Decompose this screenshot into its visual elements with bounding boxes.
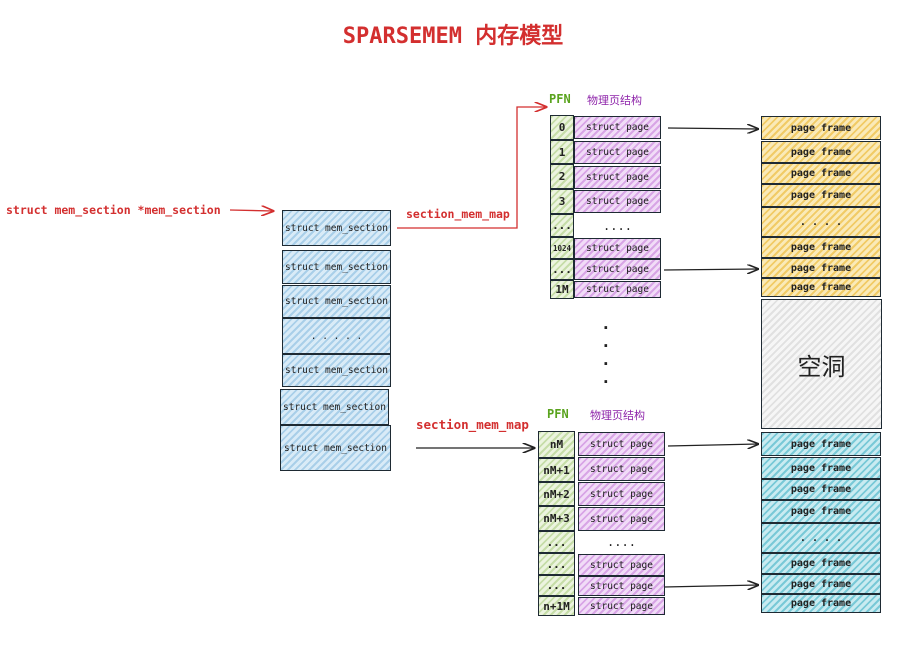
- mem-section-item: struct mem_section: [282, 250, 391, 284]
- struct-page-cell: struct page: [574, 190, 661, 213]
- page-frame: page frame: [761, 594, 881, 613]
- page-frame-arrow-top-2: [663, 269, 758, 270]
- pfn-cell: 3: [550, 189, 574, 214]
- page-title: SPARSEMEM 内存模型: [342, 24, 564, 49]
- page-frame: page frame: [761, 141, 881, 163]
- struct-page-ellipsis: ....: [607, 535, 636, 549]
- middle-dot: ·: [601, 318, 611, 337]
- pfn-header-top: PFN: [549, 92, 571, 106]
- struct-page-cell: struct page: [578, 432, 665, 456]
- pfn-cell: ...: [538, 531, 575, 553]
- middle-dot: ·: [601, 372, 611, 391]
- page-frame: page frame: [761, 432, 881, 456]
- struct-page-ellipsis: ....: [603, 218, 632, 233]
- middle-dot: ·: [601, 354, 611, 373]
- struct-page-cell: struct page: [574, 141, 661, 164]
- memory-hole: 空洞: [761, 299, 882, 429]
- struct-page-cell: struct page: [578, 554, 665, 576]
- middle-dot: ·: [601, 336, 611, 355]
- page-frame: page frame: [761, 258, 881, 278]
- pfn-cell: n+1M: [538, 596, 575, 616]
- section-mem-map-label-bottom: section_mem_map: [416, 417, 529, 432]
- mem-section-pointer-label: struct mem_section *mem_section: [6, 203, 221, 217]
- section-mem-map-label-top: section_mem_map: [406, 207, 510, 221]
- page-frame-ellipsis: . . . .: [761, 523, 881, 553]
- struct-page-cell: struct page: [578, 597, 665, 615]
- page-frame-ellipsis: . . . .: [761, 207, 881, 237]
- page-frame-arrow-bottom-2: [663, 585, 758, 587]
- struct-page-cell: struct page: [574, 281, 661, 298]
- page-frame: page frame: [761, 163, 881, 184]
- pfn-cell: ...: [550, 214, 574, 237]
- pfn-cell: 1: [550, 140, 574, 164]
- pfn-cell: ...: [550, 259, 574, 280]
- page-frame: page frame: [761, 184, 881, 207]
- page-frame: page frame: [761, 116, 881, 140]
- page-frame: page frame: [761, 278, 881, 297]
- page-frame-arrow-bottom-1: [667, 444, 758, 446]
- page-frame-arrow-top-1: [667, 128, 758, 129]
- page-frame: page frame: [761, 479, 881, 500]
- pfn-cell: 1024: [550, 237, 574, 259]
- pfn-cell: nM+1: [538, 458, 575, 482]
- pfn-cell: 0: [550, 115, 574, 140]
- top-map-arrow: [397, 107, 546, 229]
- pointer-arrow: [229, 210, 273, 211]
- pfn-cell: ...: [538, 575, 575, 596]
- mem-section-item: struct mem_section: [282, 285, 391, 318]
- struct-page-cell: struct page: [574, 238, 661, 259]
- struct-page-cell: struct page: [578, 507, 665, 531]
- mem-section-item: struct mem_section: [282, 354, 391, 387]
- mem-section-item: struct mem_section: [280, 389, 389, 425]
- mem-section-item: . . . . .: [282, 318, 391, 354]
- pfn-cell: 1M: [550, 280, 574, 299]
- struct-page-cell: struct page: [578, 457, 665, 481]
- page-frame: page frame: [761, 500, 881, 523]
- pfn-cell: nM+2: [538, 482, 575, 506]
- struct-page-header-bottom: 物理页结构: [590, 409, 645, 422]
- mem-section-item: struct mem_section: [280, 425, 391, 471]
- pfn-cell: nM+3: [538, 506, 575, 531]
- pfn-cell: 2: [550, 164, 574, 189]
- mem-section-item: struct mem_section: [282, 210, 391, 246]
- page-frame: page frame: [761, 457, 881, 479]
- struct-page-cell: struct page: [578, 576, 665, 596]
- page-frame: page frame: [761, 553, 881, 574]
- struct-page-cell: struct page: [578, 482, 665, 506]
- struct-page-cell: struct page: [574, 116, 661, 139]
- page-frame: page frame: [761, 574, 881, 594]
- page-frame: page frame: [761, 237, 881, 258]
- pfn-header-bottom: PFN: [547, 407, 569, 421]
- struct-page-header-top: 物理页结构: [587, 94, 642, 107]
- pfn-cell: nM: [538, 431, 575, 458]
- pfn-cell: ...: [538, 553, 575, 575]
- struct-page-cell: struct page: [574, 259, 661, 280]
- struct-page-cell: struct page: [574, 166, 661, 189]
